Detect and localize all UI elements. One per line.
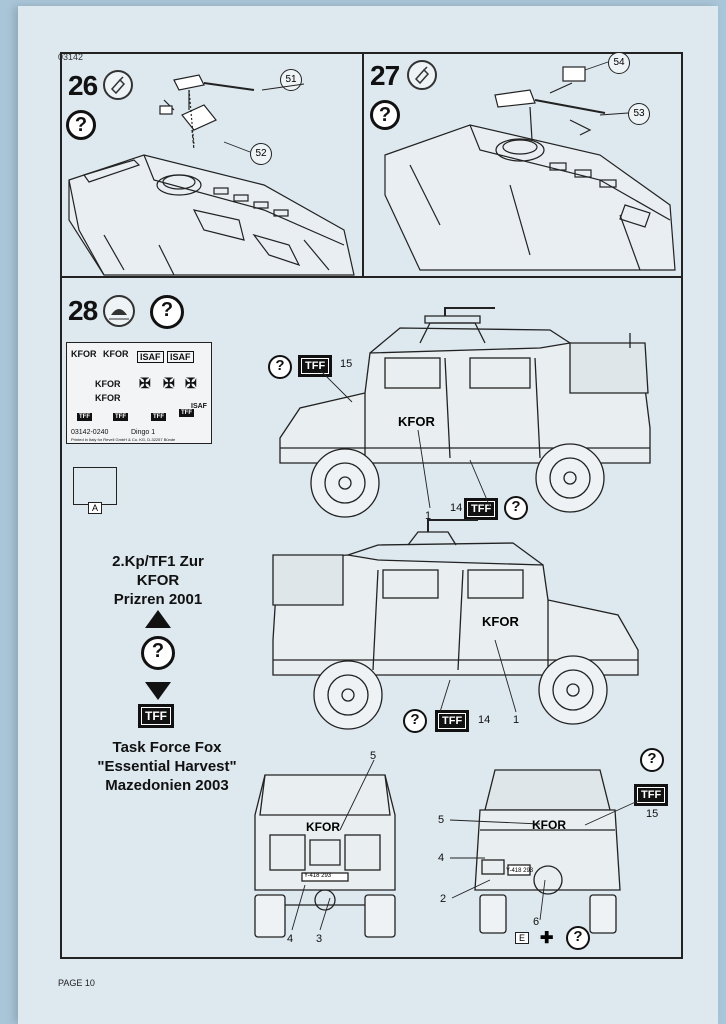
caption-line: Mazedonien 2003 <box>105 777 229 794</box>
kfor-marking: KFOR <box>398 414 435 429</box>
caption-line: KFOR <box>136 572 180 589</box>
tff-decal-label: TFF <box>298 355 333 377</box>
part-51-callout: 51 <box>280 69 302 91</box>
question-mark-icon: ? <box>66 110 96 140</box>
glue-icon <box>103 70 133 100</box>
decal-cross: ✠ <box>185 375 197 391</box>
question-mark-icon: ? <box>640 748 664 772</box>
question-mark-icon: ? <box>566 926 590 950</box>
caption-line: "Essential Harvest" <box>97 758 237 775</box>
decal-isaf: ISAF <box>137 351 164 363</box>
scheme-2-caption: Task Force Fox "Essential Harvest" Mazed… <box>72 738 262 795</box>
part-52-callout: 52 <box>250 143 272 165</box>
step-26-number: 26 <box>68 70 98 101</box>
decal-isaf: ISAF <box>167 351 194 363</box>
caption-line: Task Force Fox <box>112 739 222 756</box>
decal-sheet: KFOR KFOR KFOR KFOR ISAF ISAF ISAF ✠ ✠ ✠… <box>66 342 212 444</box>
step-27-number: 27 <box>370 60 400 91</box>
decal-name: Dingo 1 <box>131 429 156 436</box>
part-54-callout: 54 <box>608 52 630 74</box>
step-divider-horizontal <box>60 276 683 278</box>
callout-5: 5 <box>438 814 445 826</box>
tff-decal-label: TFF <box>634 784 669 806</box>
question-mark-icon: ? <box>504 496 528 520</box>
paint-color-swatch <box>73 467 117 505</box>
side-view-top-drawing <box>279 307 651 518</box>
paint-ref-label: A <box>88 502 103 514</box>
kfor-marking: KFOR <box>482 614 519 629</box>
caption-line: 2.Kp/TF1 Zur <box>112 553 204 570</box>
decal-tff: TFF <box>151 413 166 421</box>
callout-3: 3 <box>316 933 323 945</box>
checker-marking-icon: ✚ <box>540 930 554 947</box>
page-code: 03142 <box>58 52 84 62</box>
decal-kfor: KFOR <box>95 393 121 403</box>
tff-decal-label: TFF <box>435 710 470 732</box>
kfor-marking: KFOR <box>532 818 566 832</box>
decal-imprint: Printed in Italy for Revell GmbH & Co. K… <box>71 437 176 442</box>
tff-decal-label: TFF <box>138 704 174 728</box>
part-53-callout: 53 <box>628 103 650 125</box>
scheme-1-caption: 2.Kp/TF1 Zur KFOR Prizren 2001 <box>88 552 228 609</box>
callout-6: 6 <box>533 916 540 928</box>
decal-cross: ✠ <box>139 375 151 391</box>
step-divider-vertical <box>362 52 364 278</box>
side-view-bottom-drawing <box>272 519 639 730</box>
question-mark-icon: ? <box>141 636 175 670</box>
callout-5: 5 <box>370 750 377 762</box>
decal-kfor: KFOR <box>95 379 121 389</box>
decal-cross: ✠ <box>163 375 175 391</box>
step-28-number: 28 <box>68 295 98 326</box>
license-plate: Y-418 293 <box>506 868 534 874</box>
decal-code: 03142-0240 <box>71 429 109 436</box>
decal-number-14: 14 <box>450 502 463 514</box>
kfor-marking: KFOR <box>306 820 340 834</box>
decal-isaf: ISAF <box>191 403 207 410</box>
page-footer: PAGE 10 <box>58 978 95 988</box>
paint-ref-label: E <box>515 932 530 944</box>
decal-number-15: 15 <box>340 358 353 370</box>
decal-number-14: 14 <box>478 714 491 726</box>
license-plate: Y-418 293 <box>304 873 332 879</box>
callout-4: 4 <box>287 933 294 945</box>
front-view-drawing <box>254 774 396 938</box>
caption-line: Prizren 2001 <box>113 591 203 608</box>
callout-4: 4 <box>438 852 445 864</box>
question-mark-icon: ? <box>150 295 184 329</box>
question-mark-icon: ? <box>370 100 400 130</box>
step-27-drawing <box>384 66 676 271</box>
decal-water-icon <box>103 295 135 327</box>
decal-tff: TFF <box>113 413 128 421</box>
question-mark-icon: ? <box>268 355 292 379</box>
rear-view-drawing <box>474 769 621 934</box>
callout-1: 1 <box>425 510 432 522</box>
callout-1: 1 <box>513 714 520 726</box>
steps-frame <box>60 52 683 959</box>
callout-2: 2 <box>440 893 447 905</box>
tff-decal-label: TFF <box>464 498 499 520</box>
decal-kfor: KFOR <box>71 349 97 359</box>
double-arrow-icon <box>145 610 171 700</box>
decal-number-15: 15 <box>646 808 659 820</box>
step-26-drawing <box>68 74 355 276</box>
decal-tff: TFF <box>179 409 194 417</box>
decal-tff: TFF <box>77 413 92 421</box>
glue-icon <box>407 60 437 90</box>
question-mark-icon: ? <box>403 709 427 733</box>
decal-kfor: KFOR <box>103 349 129 359</box>
